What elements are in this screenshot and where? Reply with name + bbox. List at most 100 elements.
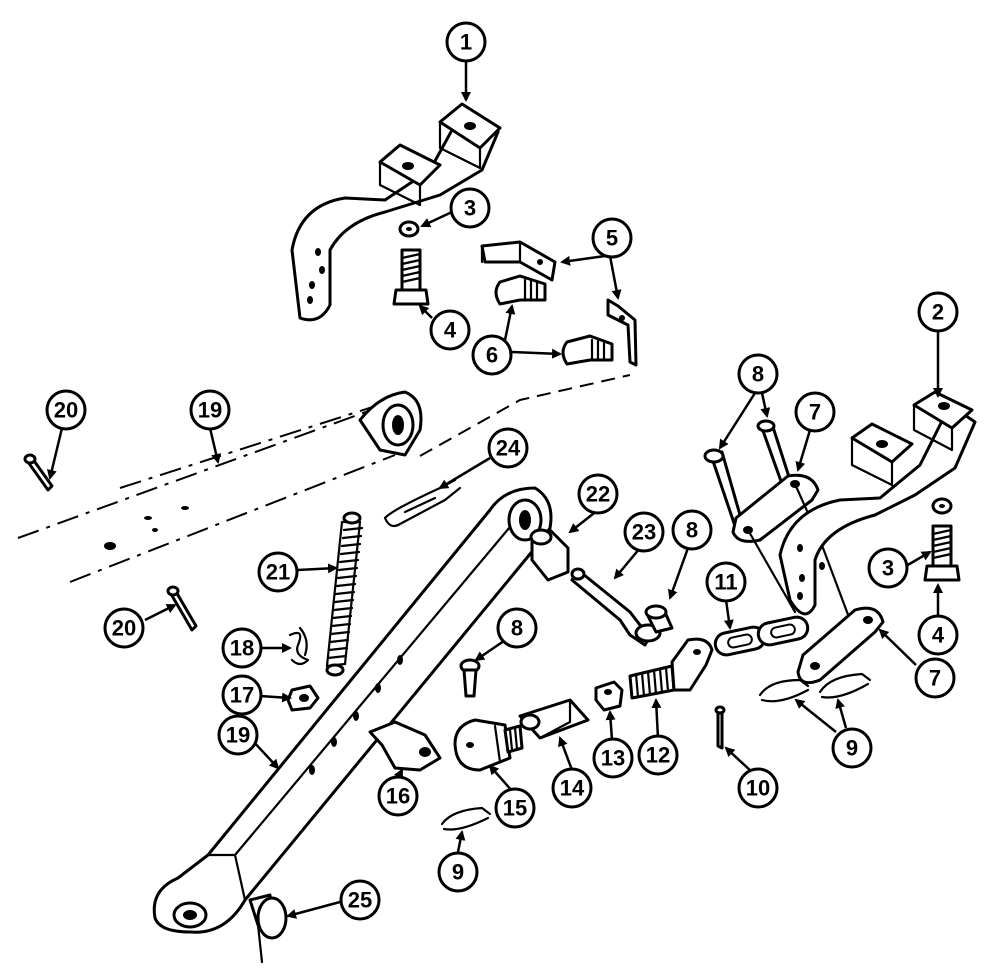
svg-text:17: 17 <box>230 683 254 708</box>
svg-text:22: 22 <box>586 482 610 507</box>
svg-text:9: 9 <box>452 860 464 885</box>
clip-9-a <box>758 678 810 703</box>
clip-9-b <box>818 672 872 699</box>
callout-12: 12 <box>637 734 679 776</box>
svg-text:21: 21 <box>266 560 290 585</box>
callout-19-lower: 19 <box>217 714 259 756</box>
cotter-pin-lower <box>166 585 198 632</box>
callout-25: 25 <box>339 879 381 921</box>
lock-washer-right <box>931 497 953 515</box>
callout-8-a: 8 <box>737 353 779 395</box>
callout-2: 2 <box>917 291 959 333</box>
svg-text:7: 7 <box>809 400 821 425</box>
svg-text:19: 19 <box>226 723 250 748</box>
svg-text:20: 20 <box>112 616 136 641</box>
bolt-right <box>923 524 961 582</box>
bushing-22 <box>529 528 570 582</box>
callout-4-right: 4 <box>917 614 959 656</box>
linchpin-25 <box>248 893 288 964</box>
svg-text:16: 16 <box>386 784 410 809</box>
svg-text:4: 4 <box>932 623 945 648</box>
bolt-top <box>392 248 430 306</box>
pin-23 <box>570 567 662 647</box>
lower-link-main <box>152 486 553 934</box>
svg-text:5: 5 <box>606 226 618 251</box>
callout-8-b: 8 <box>671 509 713 551</box>
pin-8-d <box>459 658 481 698</box>
svg-text:13: 13 <box>601 746 625 771</box>
callout-21: 21 <box>257 551 299 593</box>
callout-16: 16 <box>377 775 419 817</box>
svg-text:15: 15 <box>503 796 527 821</box>
spring-21 <box>325 511 364 677</box>
callout-3-top: 3 <box>449 187 491 229</box>
nut-13 <box>594 680 624 712</box>
pin-8-a <box>703 448 744 528</box>
svg-text:18: 18 <box>230 636 254 661</box>
cotter-pin-upper <box>23 453 54 492</box>
callout-17: 17 <box>221 674 263 716</box>
svg-text:10: 10 <box>746 776 770 801</box>
callout-7-lower: 7 <box>914 657 956 699</box>
callout-11: 11 <box>705 561 747 603</box>
svg-text:7: 7 <box>929 666 941 691</box>
callout-10: 10 <box>737 767 779 809</box>
callout-8-c: 8 <box>496 607 538 649</box>
svg-text:14: 14 <box>560 776 585 801</box>
plate-7-upper <box>731 473 852 622</box>
leader-lines <box>47 62 943 919</box>
clip-9-c <box>440 806 492 831</box>
svg-text:6: 6 <box>486 343 498 368</box>
cotter-pin-10 <box>714 705 726 750</box>
lock-washer-top <box>398 220 420 238</box>
callout-18: 18 <box>221 627 263 669</box>
callout-15: 15 <box>494 787 536 829</box>
svg-text:25: 25 <box>348 888 372 913</box>
svg-text:19: 19 <box>198 398 222 423</box>
svg-text:8: 8 <box>686 518 698 543</box>
clevis-15 <box>453 718 524 772</box>
svg-text:3: 3 <box>882 556 894 581</box>
plate-7-lower <box>746 528 885 685</box>
svg-text:12: 12 <box>646 743 670 768</box>
svg-text:23: 23 <box>632 520 656 545</box>
clip-18 <box>288 626 310 666</box>
threaded-clevis-12 <box>628 637 714 700</box>
callout-3-right: 3 <box>867 547 909 589</box>
hair-pin-24 <box>383 478 462 528</box>
callout-22: 22 <box>577 473 619 515</box>
svg-text:11: 11 <box>714 570 737 595</box>
callout-23: 23 <box>623 511 665 553</box>
nut-17 <box>286 684 320 712</box>
callout-24: 24 <box>487 427 529 469</box>
svg-text:1: 1 <box>460 30 472 55</box>
callout-19-upper: 19 <box>189 389 231 431</box>
lower-link-upper <box>17 374 631 583</box>
callout-7-upper: 7 <box>794 391 836 433</box>
svg-text:8: 8 <box>752 362 764 387</box>
chain-11 <box>713 615 810 657</box>
callout-9-bottom: 9 <box>437 851 479 893</box>
bolts-6 <box>494 274 614 366</box>
svg-text:4: 4 <box>444 318 457 343</box>
svg-text:20: 20 <box>54 398 78 423</box>
svg-text:8: 8 <box>511 616 523 641</box>
callout-9-right: 9 <box>831 727 873 769</box>
callout-13: 13 <box>592 737 634 779</box>
svg-text:2: 2 <box>932 300 944 325</box>
bracket-16 <box>368 720 442 772</box>
callout-20-lower: 20 <box>103 607 145 649</box>
sleeve-14 <box>518 698 590 740</box>
part-bracket-right <box>778 390 977 616</box>
callout-5: 5 <box>591 217 633 259</box>
angle-bracket <box>480 240 638 367</box>
callout-20-upper: 20 <box>45 389 87 431</box>
pin-8-c <box>644 604 674 634</box>
svg-text:9: 9 <box>846 736 858 761</box>
part-bracket-left <box>290 102 502 322</box>
callout-1: 1 <box>445 21 487 63</box>
svg-text:24: 24 <box>496 436 521 461</box>
callout-6: 6 <box>471 334 513 376</box>
